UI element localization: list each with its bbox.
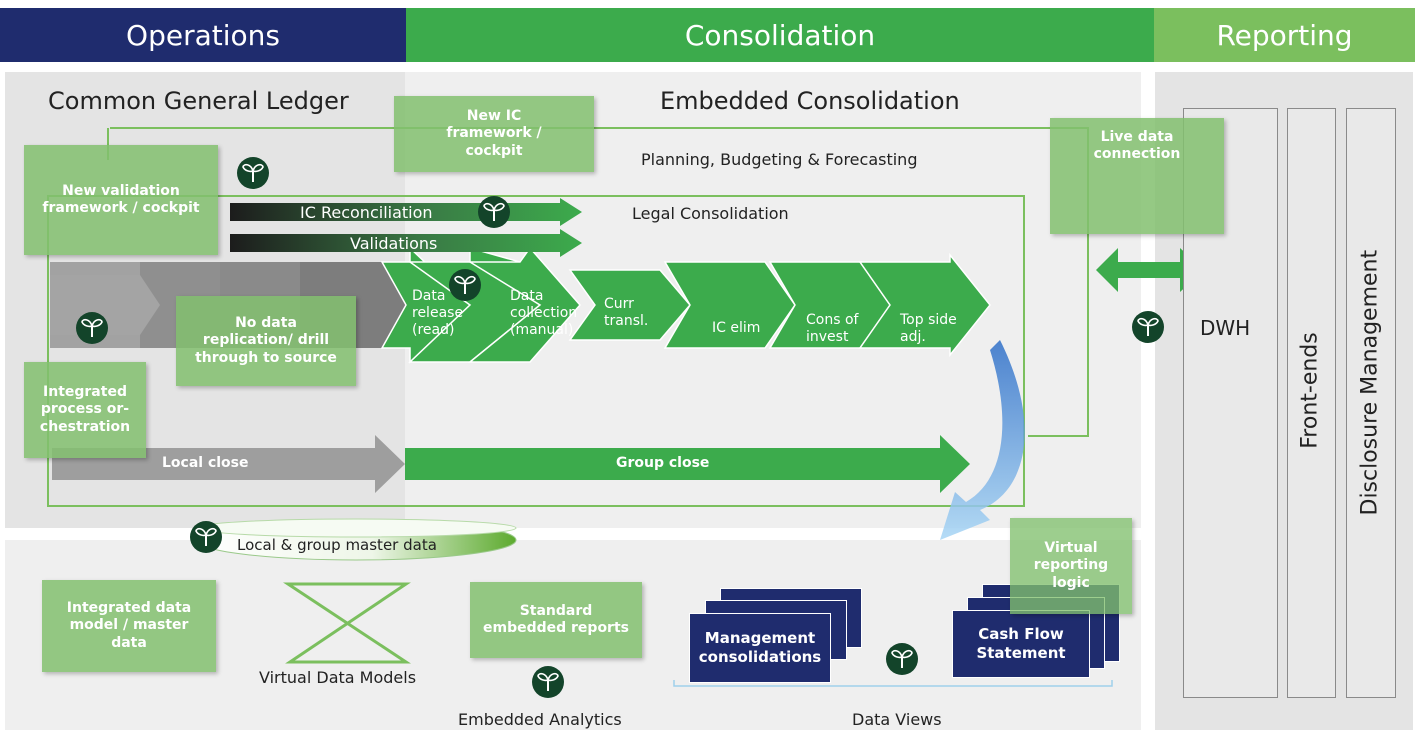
- legal-consolidation-label: Legal Consolidation: [632, 204, 789, 223]
- new-ic-framework-box: New IC framework / cockpit: [394, 96, 594, 172]
- embedded-consolidation-title: Embedded Consolidation: [660, 87, 960, 115]
- disclosure-column: [1346, 108, 1396, 698]
- integrated-data-model-box: Integrated data model / master data: [42, 580, 216, 672]
- integrated-process-box: Integrated process or-chestration: [24, 362, 146, 458]
- embedded-analytics-label: Embedded Analytics: [458, 710, 622, 729]
- step-top-side-adj: Top side adj.: [900, 312, 957, 345]
- header-consolidation-label: Consolidation: [684, 18, 876, 52]
- virtual-data-models-label: Virtual Data Models: [259, 668, 417, 687]
- validations-label: Validations: [350, 234, 438, 253]
- header-consolidation: Consolidation: [406, 8, 1154, 62]
- step-data-collection: Data collection (manual): [510, 288, 578, 338]
- front-ends-column: [1287, 108, 1336, 698]
- pbf-label: Planning, Budgeting & Forecasting: [641, 150, 918, 169]
- header-reporting-label: Reporting: [1216, 18, 1353, 52]
- ic-reconciliation-label: IC Reconciliation: [300, 203, 433, 222]
- no-data-replication-box: No data replication/ drill through to so…: [176, 296, 356, 386]
- step-curr-transl: Curr transl.: [604, 296, 649, 329]
- front-ends-label: Front-ends: [1297, 332, 1323, 449]
- dwh-label: DWH: [1200, 316, 1251, 340]
- virtual-reporting-logic-box: Virtual reporting logic: [1010, 518, 1132, 614]
- common-gl-title: Common General Ledger: [48, 87, 349, 115]
- step-cons-of-invest: Cons of invest: [806, 312, 859, 345]
- cash-flow-statement-card: Cash Flow Statement: [952, 610, 1090, 678]
- group-close-label: Group close: [616, 455, 710, 471]
- management-consolidations-card: Management consolidations: [689, 613, 831, 683]
- data-views-label: Data Views: [852, 710, 942, 729]
- master-data-label: Local & group master data: [237, 536, 437, 554]
- header-operations-label: Operations: [126, 18, 280, 52]
- local-close-label: Local close: [162, 455, 249, 471]
- step-ic-elim: IC elim: [712, 320, 761, 336]
- step-data-release: Data release (read): [412, 288, 464, 338]
- new-validation-framework-box: New validation framework / cockpit: [24, 145, 218, 255]
- standard-reports-box: Standard embedded reports: [470, 582, 642, 658]
- header-operations: Operations: [0, 8, 406, 62]
- disclosure-label: Disclosure Management: [1357, 249, 1383, 516]
- header-reporting: Reporting: [1154, 8, 1415, 62]
- live-data-connection-box: Live data connection: [1050, 118, 1224, 234]
